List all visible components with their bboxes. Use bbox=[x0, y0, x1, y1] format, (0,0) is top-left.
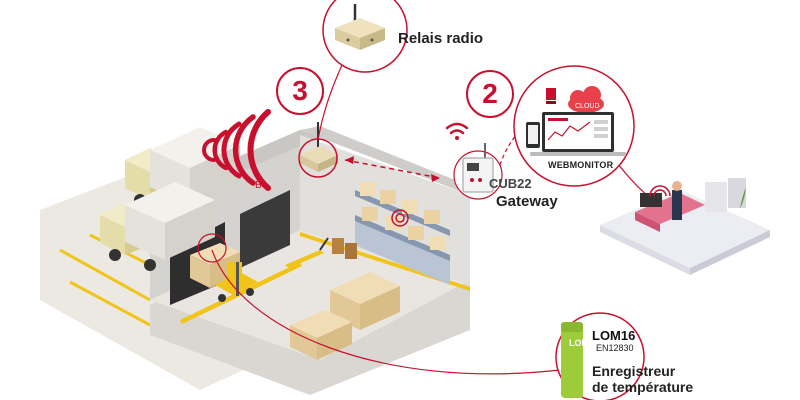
server-icon bbox=[546, 88, 556, 104]
pallet-jack bbox=[285, 237, 329, 268]
temperature-logger-icon: LOM bbox=[561, 322, 589, 398]
wifi-icon bbox=[445, 122, 469, 135]
radio-relay-device-icon bbox=[335, 4, 385, 50]
office-desk-icon bbox=[600, 178, 770, 275]
radio-relay-device-icon bbox=[300, 122, 338, 172]
parking-line bbox=[59, 248, 151, 302]
forklift-icon bbox=[215, 262, 258, 302]
radio-waves-icon bbox=[391, 209, 409, 227]
dock-door bbox=[240, 190, 290, 268]
dashboard-icon bbox=[547, 118, 608, 141]
carton-stack bbox=[190, 243, 240, 288]
cloud-icon: CLOUD bbox=[568, 86, 604, 113]
barrel bbox=[332, 238, 357, 259]
safety-line bbox=[180, 262, 302, 324]
radio-waves-icon bbox=[202, 109, 271, 191]
smartphone-icon bbox=[526, 122, 540, 148]
gateway-device-icon bbox=[462, 143, 494, 193]
step-3-badge: 3 bbox=[276, 67, 324, 115]
en12830-label: EN12830 bbox=[596, 343, 634, 353]
connector-logger bbox=[211, 249, 561, 375]
radio-waves-icon bbox=[649, 185, 671, 197]
dock-label-b: B bbox=[255, 180, 262, 191]
relais-radio-label: Relais radio bbox=[398, 30, 484, 47]
enregistreur-line-2: de température bbox=[592, 379, 694, 395]
enregistreur-line-1: Enregistreur bbox=[592, 363, 676, 379]
arrowhead bbox=[345, 156, 354, 164]
carton-stack bbox=[330, 272, 400, 330]
parking-line bbox=[69, 280, 151, 327]
wifi-dot bbox=[455, 136, 459, 140]
logger-highlight-ring bbox=[197, 233, 227, 263]
cloud-label: CLOUD bbox=[575, 103, 600, 110]
step-2-badge: 2 bbox=[466, 70, 514, 118]
gateway-label: Gateway bbox=[496, 193, 558, 210]
lom16-label: LOM16 bbox=[592, 328, 636, 343]
radio-link-dashed bbox=[344, 159, 441, 179]
laptop-icon bbox=[530, 112, 626, 156]
cub22-label: CUB22 bbox=[489, 176, 532, 191]
arrowhead bbox=[431, 174, 440, 182]
truck-icon bbox=[100, 182, 215, 271]
logger-letters: LOM bbox=[569, 338, 589, 348]
webmonitor-label: WEBMONITOR bbox=[548, 160, 614, 170]
storage-rack bbox=[355, 182, 450, 285]
enregistreur-label: Enregistreur de température bbox=[592, 363, 693, 395]
